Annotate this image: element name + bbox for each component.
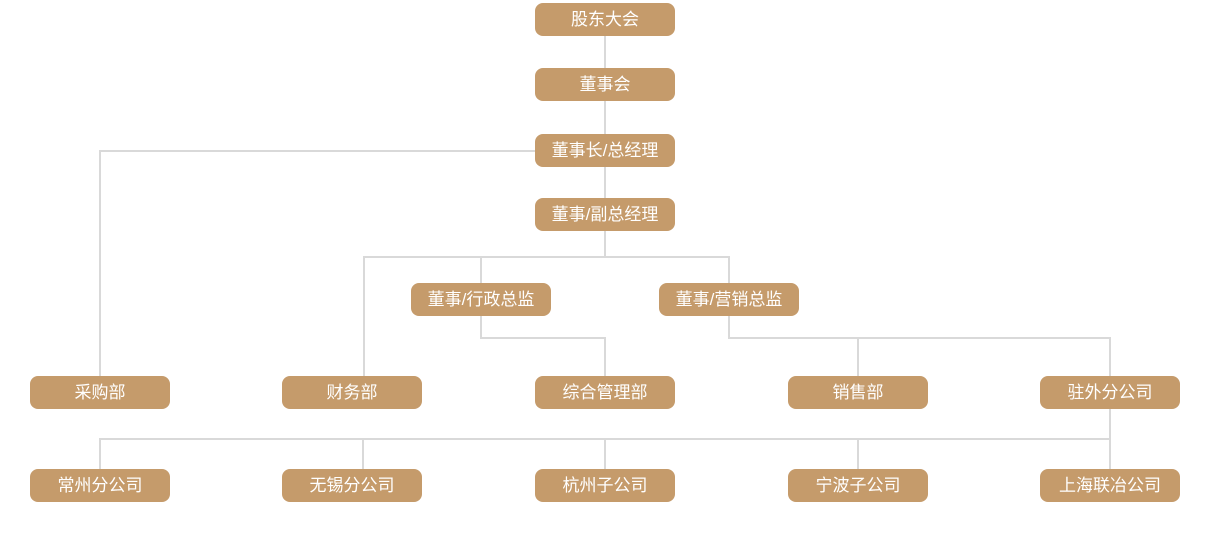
connector (1109, 409, 1111, 439)
connector (857, 337, 859, 376)
org-node-ningbo-subsidiary: 宁波子公司 (788, 469, 928, 502)
connector (480, 337, 606, 339)
connector (480, 256, 482, 283)
connector (99, 150, 101, 376)
connector (604, 438, 606, 469)
connector (480, 316, 482, 338)
connector (604, 231, 606, 257)
org-node-shanghai-lianye-company: 上海联冶公司 (1040, 469, 1180, 502)
connector (728, 337, 1111, 339)
org-node-hangzhou-subsidiary: 杭州子公司 (535, 469, 675, 502)
connector (99, 150, 535, 152)
connector (728, 256, 730, 283)
connector (1109, 438, 1111, 469)
connector (604, 36, 606, 68)
connector (362, 438, 364, 469)
connector (857, 438, 859, 469)
connector (604, 337, 606, 376)
org-node-director-marketing-director: 董事/营销总监 (659, 283, 799, 316)
org-node-changzhou-branch: 常州分公司 (30, 469, 170, 502)
org-node-finance-dept: 财务部 (282, 376, 422, 409)
org-node-general-management-dept: 综合管理部 (535, 376, 675, 409)
connector (728, 316, 730, 338)
org-node-chairman-general-manager: 董事长/总经理 (535, 134, 675, 167)
org-node-purchasing-dept: 采购部 (30, 376, 170, 409)
org-node-board-of-directors: 董事会 (535, 68, 675, 101)
org-node-overseas-branches: 驻外分公司 (1040, 376, 1180, 409)
connector (604, 101, 606, 134)
org-node-wuxi-branch: 无锡分公司 (282, 469, 422, 502)
connector (604, 167, 606, 198)
connector (1109, 337, 1111, 376)
connector (99, 438, 101, 469)
org-node-shareholders-meeting: 股东大会 (535, 3, 675, 36)
connector (363, 256, 730, 258)
org-node-director-deputy-gm: 董事/副总经理 (535, 198, 675, 231)
org-node-director-admin-director: 董事/行政总监 (411, 283, 551, 316)
connector (363, 256, 365, 376)
org-node-sales-dept: 销售部 (788, 376, 928, 409)
